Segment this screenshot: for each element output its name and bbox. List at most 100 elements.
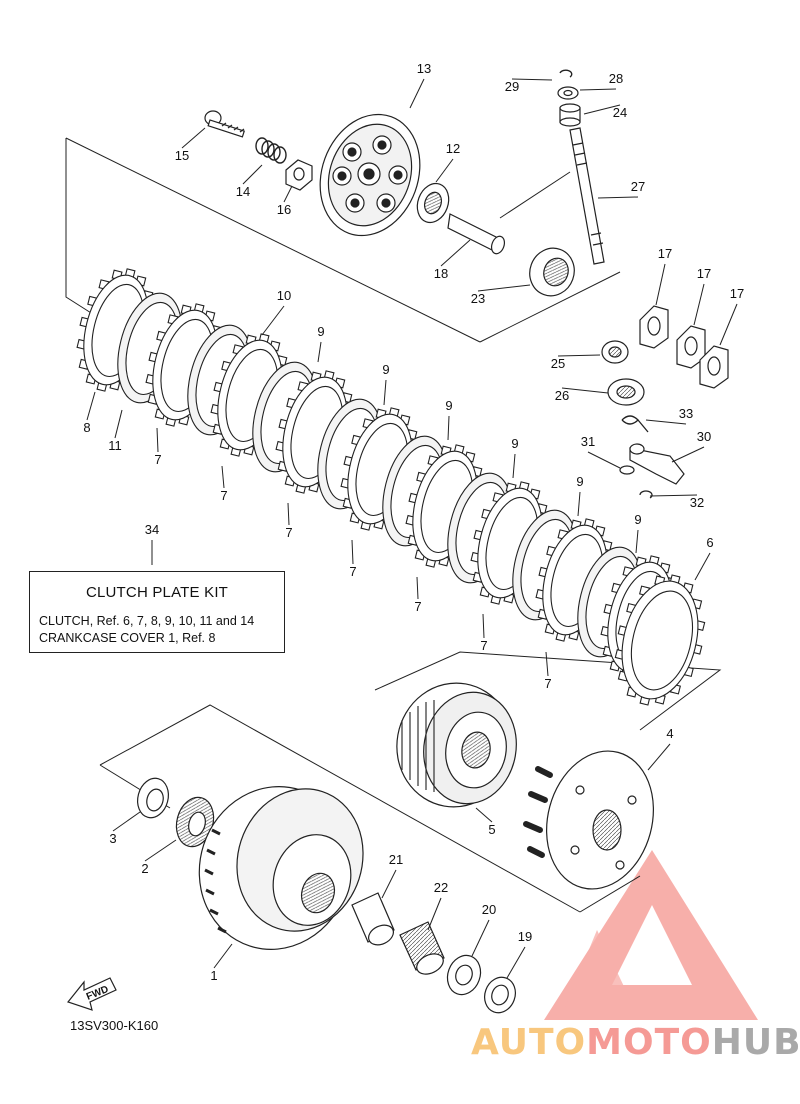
watermark-triangle (544, 850, 758, 1020)
callout-number: 13 (417, 61, 431, 76)
spring-part-33 (621, 415, 649, 433)
plate-washer-part-2 (175, 796, 215, 848)
leader-line (427, 897, 442, 931)
callout-number: 21 (389, 852, 403, 867)
callout-number: 2 (141, 861, 148, 876)
leader-line (577, 491, 581, 517)
leader-line (693, 283, 705, 326)
callout-number: 7 (414, 599, 421, 614)
callout-number: 11 (108, 438, 122, 453)
leader-line (475, 807, 493, 823)
callout-number: 9 (634, 512, 641, 527)
fwd-arrow-icon: FWD (66, 977, 117, 1011)
callout-number: 31 (581, 434, 595, 449)
callout-number: 18 (434, 266, 448, 281)
diagram-code: 13SV300-K160 (70, 1018, 159, 1033)
callout-number: 7 (480, 638, 487, 653)
bolt-part-15 (204, 110, 245, 138)
callout-number: 33 (679, 406, 693, 421)
leader-line (561, 387, 609, 394)
leader-line (694, 552, 711, 581)
callout-number: 9 (445, 398, 452, 413)
callout-number: 30 (697, 429, 711, 444)
push-rod-part-18 (447, 213, 506, 255)
leader-line (557, 354, 601, 357)
leader-line (655, 263, 666, 306)
watermark-part-hub: HUB (711, 1022, 800, 1063)
thrust-washer-part-20 (446, 954, 482, 996)
kit-line-2: CRANKCASE COVER 1, Ref. 8 (39, 631, 216, 645)
leader-line (351, 539, 354, 565)
leader-line (447, 415, 450, 441)
callout-number: 15 (175, 148, 189, 163)
callout-number: 7 (220, 488, 227, 503)
leader-line (635, 529, 639, 554)
watermark-part-moto: MOTO (586, 1022, 712, 1063)
kit-line-1: CLUTCH, Ref. 6, 7, 8, 9, 10, 11 and 14 (39, 614, 255, 628)
leader-line (383, 379, 387, 406)
callout-number: 26 (555, 388, 569, 403)
leader-line (416, 576, 419, 600)
leader-line (647, 743, 671, 771)
callout-number: 9 (511, 436, 518, 451)
callout-number: 7 (154, 452, 161, 467)
leader-line (506, 946, 526, 979)
callout-number: 7 (349, 564, 356, 579)
bearing-part-12 (416, 182, 450, 224)
callout-number: 4 (666, 726, 673, 741)
lock-nut-part-23 (529, 247, 575, 297)
callout-number: 23 (471, 291, 485, 306)
friction-plate-part-6 (614, 574, 706, 706)
sleeve-part-21 (351, 892, 395, 946)
callout-number: 9 (317, 324, 324, 339)
leader-line (587, 451, 621, 469)
needle-bearing-part-22 (399, 921, 445, 975)
clutch-boss-part-5 (396, 682, 517, 808)
reference-lines (65, 137, 722, 913)
pressure-plate-part-4 (523, 750, 654, 890)
clutch-plate-stack (76, 268, 706, 706)
leader-line (221, 465, 225, 489)
push-lever-part-30 (629, 443, 685, 485)
callout-number: 19 (518, 929, 532, 944)
thrust-washer-part-19 (484, 976, 516, 1014)
callout-number: 29 (505, 79, 519, 94)
callout-number: 27 (631, 179, 645, 194)
circlip-part-32 (639, 490, 653, 499)
bearing-part-26 (607, 378, 645, 406)
leader-line (287, 502, 290, 526)
leader-line (409, 78, 425, 109)
leader-line (144, 839, 177, 862)
leader-line (719, 303, 738, 346)
lock-washer-part-17 (639, 305, 729, 389)
callout-number: 16 (277, 202, 291, 217)
thrust-washer-part-3 (137, 777, 169, 819)
callout-number: 6 (706, 535, 713, 550)
leader-line (649, 494, 698, 497)
leader-line (261, 305, 285, 336)
callout-number: 14 (236, 184, 250, 199)
leader-line (579, 88, 617, 91)
callout-number: 17 (697, 266, 711, 281)
leader-line (213, 943, 233, 969)
watermark-part-auto: AUTO (471, 1022, 587, 1063)
callout-number: 34 (145, 522, 159, 537)
callout-number: 12 (446, 141, 460, 156)
leader-line (317, 341, 322, 363)
leader-line (114, 409, 123, 439)
callout-number: 7 (285, 525, 292, 540)
clutch-housing-part-1 (198, 786, 364, 950)
leader-line (181, 127, 206, 149)
spring-part-14 (255, 137, 287, 164)
bearing-part-25 (601, 340, 629, 364)
leader-line (545, 651, 549, 677)
callout-number: 7 (544, 676, 551, 691)
collar-part-24 (559, 103, 581, 127)
callout-number: 17 (730, 286, 744, 301)
leader-line (597, 196, 639, 199)
leader-line (471, 919, 490, 957)
callout-number: 25 (551, 356, 565, 371)
callout-number: 9 (576, 474, 583, 489)
leader-line (512, 453, 516, 479)
callout-number: 20 (482, 902, 496, 917)
